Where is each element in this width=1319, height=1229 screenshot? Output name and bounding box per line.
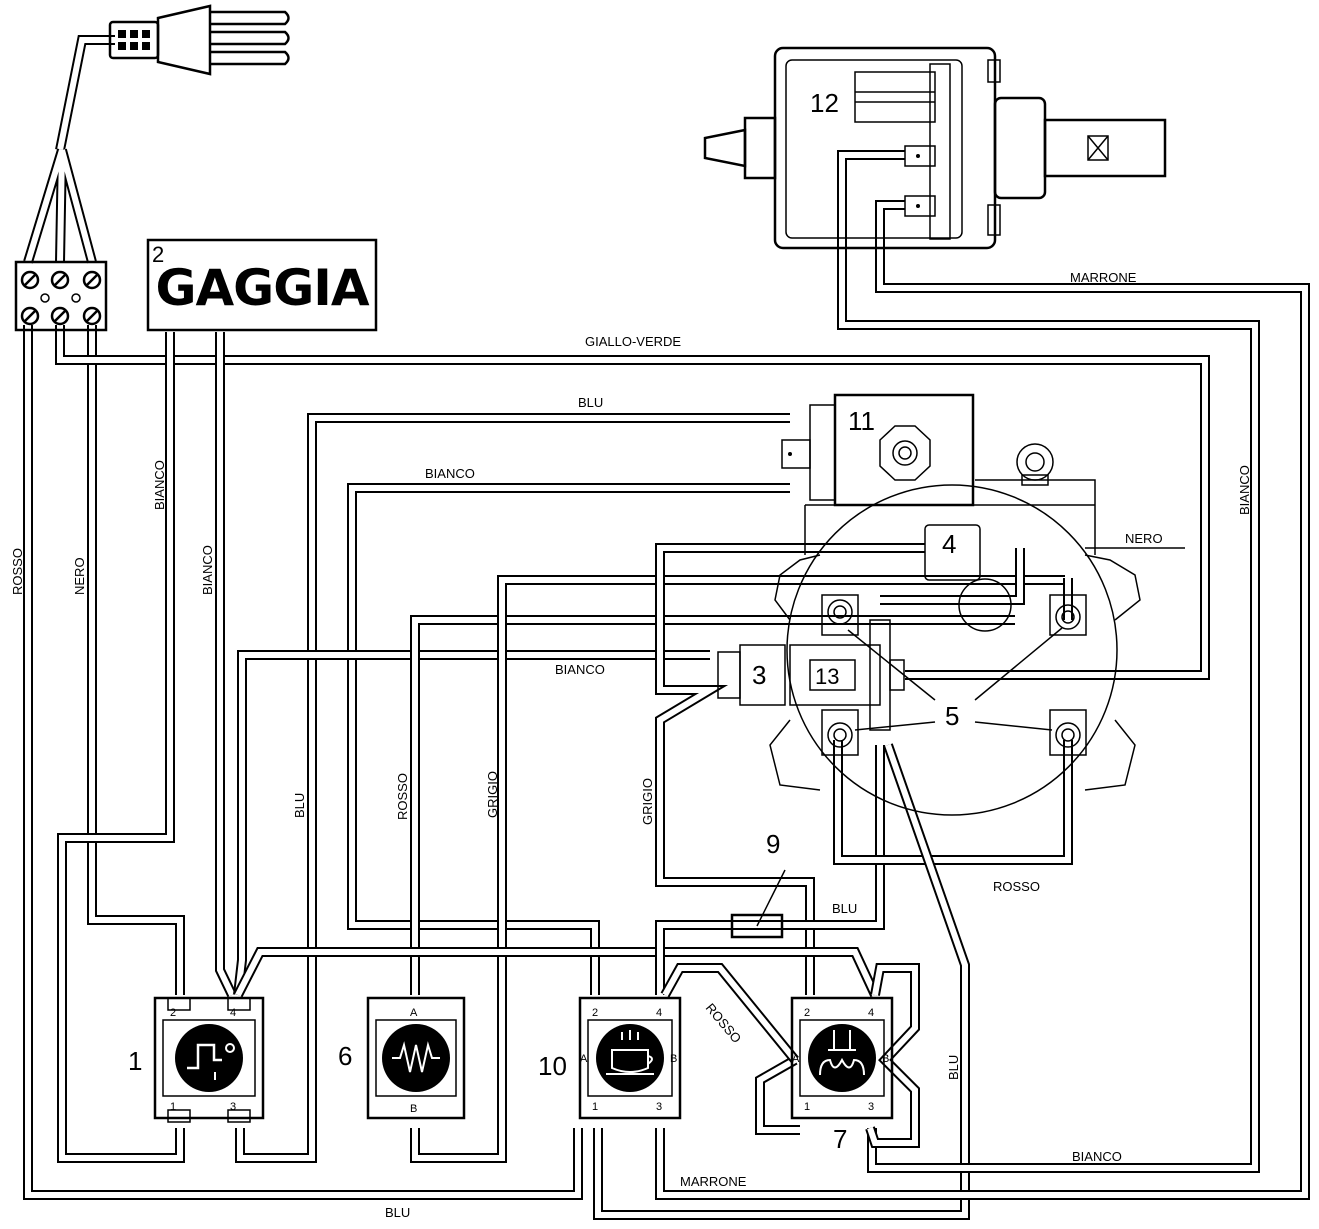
gaggia-panel: 2 GAGGIA <box>146 238 378 332</box>
power-switch-number: 1 <box>128 1046 142 1076</box>
svg-text:3: 3 <box>230 1101 236 1113</box>
svg-text:4: 4 <box>230 1007 236 1019</box>
label-nero-left: NERO <box>72 557 87 595</box>
svg-text:A: A <box>580 1053 588 1065</box>
label-giallo-verde: GIALLO-VERDE <box>585 334 681 349</box>
svg-text:2: 2 <box>804 1007 810 1019</box>
label-blu-vertical: BLU <box>292 793 307 818</box>
element-9-number: 9 <box>766 829 780 859</box>
svg-text:3: 3 <box>868 1101 874 1113</box>
coffee-switch: 2 4 1 3 A B 10 <box>538 996 682 1120</box>
steam-switch-number: 7 <box>833 1124 847 1154</box>
solenoid-valve: 11 <box>781 393 975 507</box>
solenoid-number: 11 <box>848 406 875 436</box>
terminal-block <box>14 260 108 332</box>
element-13-number: 13 <box>815 664 839 689</box>
label-bianco-mid: BIANCO <box>555 662 605 677</box>
pump-number: 12 <box>810 88 839 118</box>
label-marrone-bottom: MARRONE <box>680 1174 747 1189</box>
label-bianco-left2: BIANCO <box>200 545 215 595</box>
label-rosso-diag: ROSSO <box>703 1000 745 1046</box>
label-blu-right-vertical: BLU <box>946 1055 961 1080</box>
label-rosso-left: ROSSO <box>10 548 25 595</box>
wires <box>23 35 1310 1220</box>
coffee-switch-number: 10 <box>538 1051 567 1081</box>
label-blu-bottom: BLU <box>385 1205 410 1220</box>
label-grigio-vertical2: GRIGIO <box>640 778 655 825</box>
label-bianco-left1: BIANCO <box>152 460 167 510</box>
power-switch: 2 4 1 3 1 <box>128 996 265 1123</box>
svg-text:3: 3 <box>656 1101 662 1113</box>
label-rosso-bottom: ROSSO <box>993 879 1040 894</box>
element-5-number: 5 <box>945 701 959 731</box>
svg-text:1: 1 <box>170 1101 176 1113</box>
svg-text:2: 2 <box>170 1007 176 1019</box>
label-blu-top: BLU <box>578 395 603 410</box>
element-4-number: 4 <box>942 529 956 559</box>
label-grigio-vertical1: GRIGIO <box>485 771 500 818</box>
svg-text:A: A <box>410 1007 418 1019</box>
boiler: 4 5 13 3 <box>717 443 1185 816</box>
label-bianco-right: BIANCO <box>1237 465 1252 515</box>
svg-text:1: 1 <box>592 1101 598 1113</box>
svg-text:4: 4 <box>656 1007 662 1019</box>
label-nero-right: NERO <box>1125 531 1163 546</box>
label-bianco-bottom: BIANCO <box>1072 1149 1122 1164</box>
label-blu-mid: BLU <box>832 901 857 916</box>
label-marrone-top: MARRONE <box>1070 270 1137 285</box>
svg-text:4: 4 <box>868 1007 874 1019</box>
svg-text:B: B <box>882 1053 889 1065</box>
power-plug <box>108 4 290 76</box>
element-9: 9 <box>730 829 786 939</box>
svg-text:B: B <box>410 1103 417 1115</box>
svg-text:2: 2 <box>592 1007 598 1019</box>
label-rosso-vertical: ROSSO <box>395 773 410 820</box>
label-bianco-top: BIANCO <box>425 466 475 481</box>
steam-switch: 2 4 1 3 A B 7 <box>790 996 894 1154</box>
heater-switch: A B 6 <box>338 996 466 1120</box>
svg-text:A: A <box>792 1053 800 1065</box>
svg-text:B: B <box>670 1053 677 1065</box>
brand-logo-text: GAGGIA <box>155 259 369 317</box>
brand-panel-number: 2 <box>152 242 164 267</box>
pump: 12 <box>703 46 1167 250</box>
element-3-number: 3 <box>752 660 766 690</box>
svg-text:1: 1 <box>804 1101 810 1113</box>
heater-switch-number: 6 <box>338 1041 352 1071</box>
